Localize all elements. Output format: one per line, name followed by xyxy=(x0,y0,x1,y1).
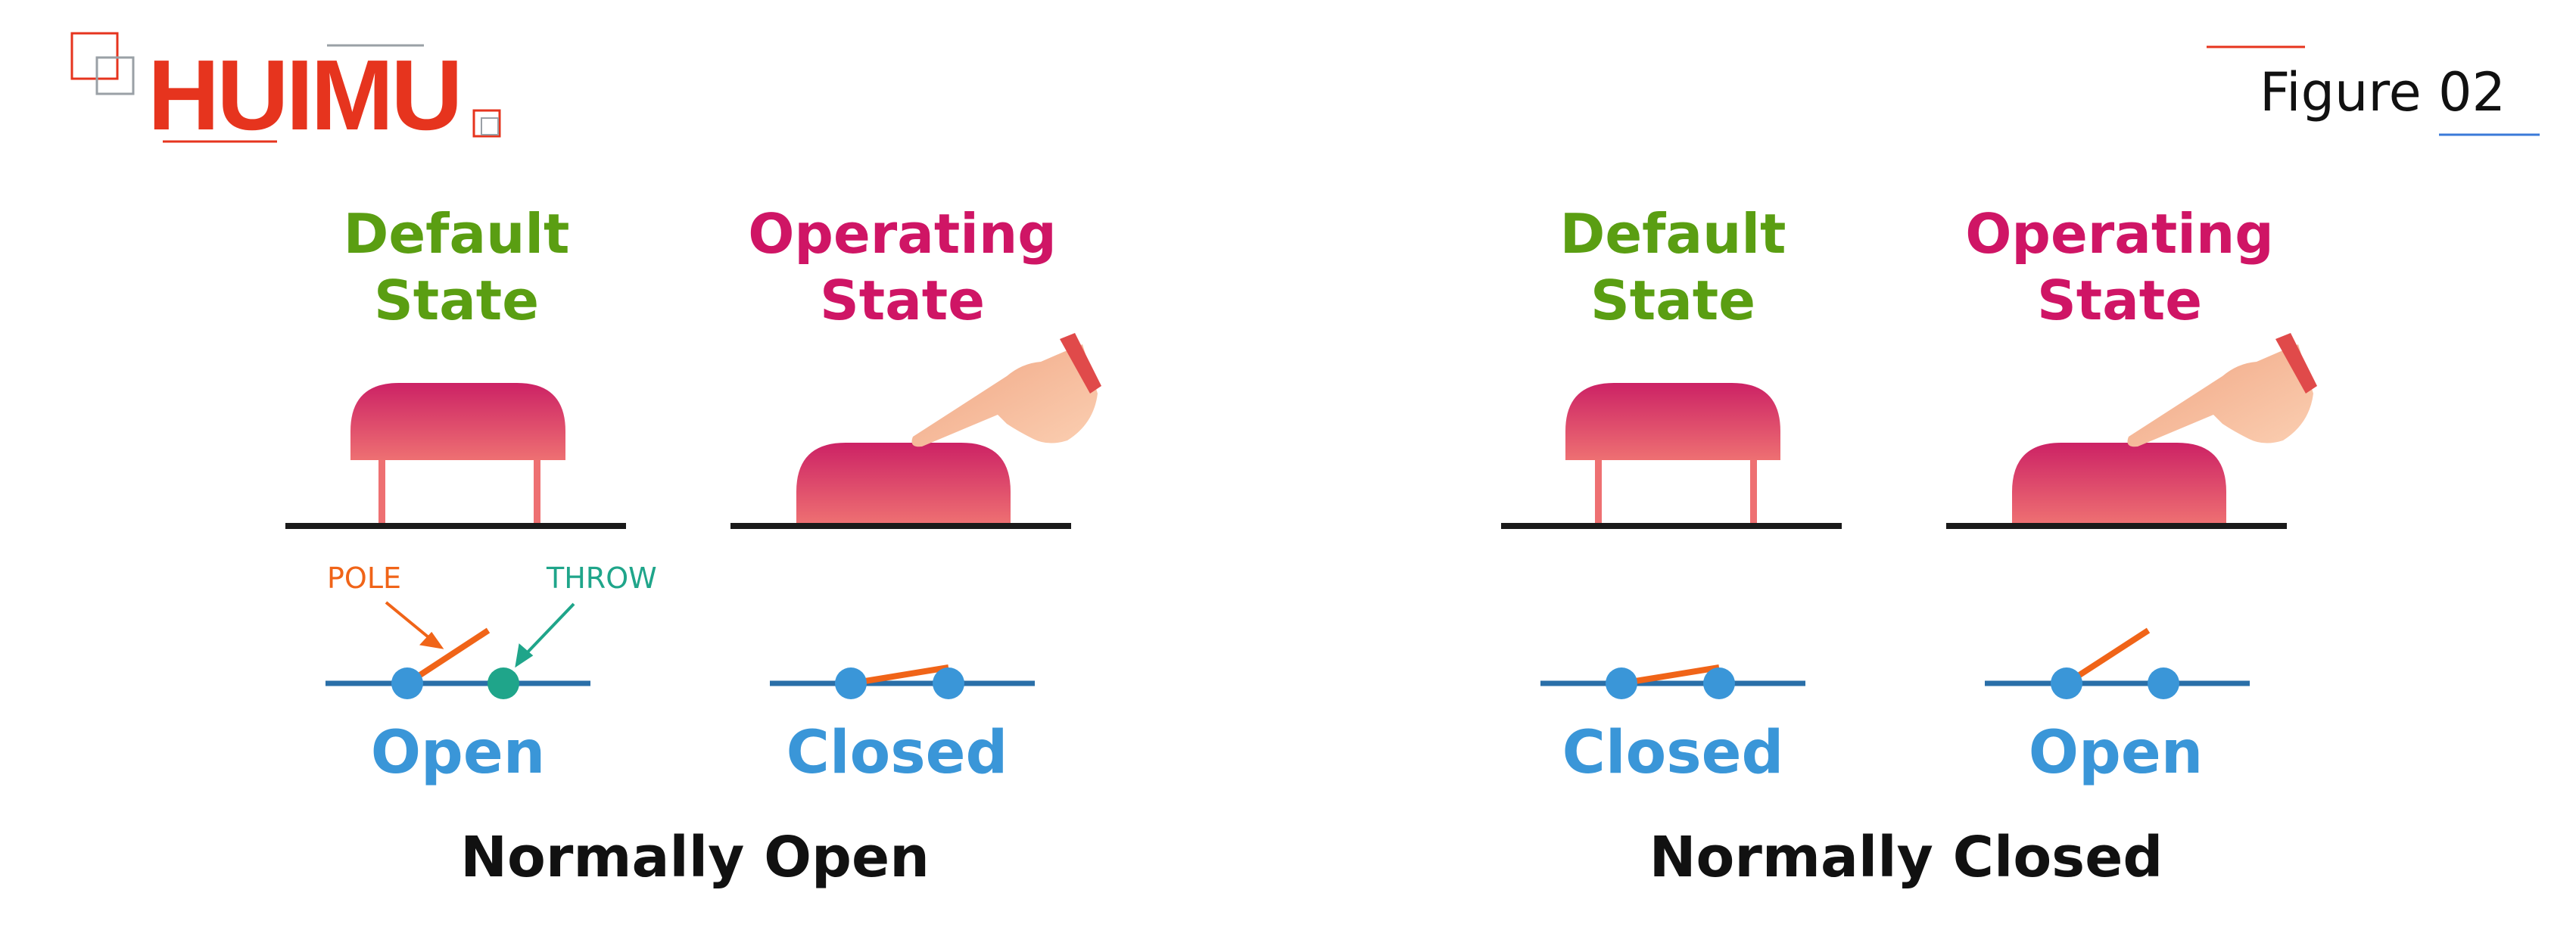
default-state-title: Default State xyxy=(344,201,570,334)
default-state-title-nc: Default State xyxy=(1560,201,1786,334)
switch-symbol-open xyxy=(326,627,590,699)
switch-state-closed-nc: Closed xyxy=(1562,719,1784,787)
button-operating-pressed-nc xyxy=(1946,443,2287,529)
pressing-hand-icon xyxy=(911,333,1101,447)
operating-state-title-line1: Operating xyxy=(748,202,1057,266)
operating-state-title-line2: State xyxy=(819,269,986,332)
caption-normally-open: Normally Open xyxy=(460,825,930,890)
default-state-title-nc-line1: Default xyxy=(1559,202,1786,266)
operating-state-title-nc-line2: State xyxy=(2036,269,2203,332)
default-state-title-line1: Default xyxy=(343,202,570,266)
operating-state-title: Operating State xyxy=(748,201,1057,334)
throw-label: THROW xyxy=(547,562,657,595)
switch-state-open: Open xyxy=(370,719,546,787)
switch-state-open-nc: Open xyxy=(2028,719,2204,787)
switch-state-closed: Closed xyxy=(786,719,1008,787)
default-state-title-nc-line2: State xyxy=(1590,269,1756,332)
switch-symbol-open-nc xyxy=(1985,627,2250,699)
operating-state-title-nc: Operating State xyxy=(1965,201,2274,334)
pole-arrow xyxy=(385,601,444,649)
figure-label: Figure 02 xyxy=(2260,61,2506,123)
brand-logo: HUIMU xyxy=(148,39,463,151)
throw-arrow xyxy=(515,602,575,668)
switch-symbol-closed-nc xyxy=(1540,664,1805,699)
pressing-hand-icon-nc xyxy=(2127,333,2317,447)
caption-normally-closed: Normally Closed xyxy=(1649,825,2163,890)
button-operating-pressed xyxy=(730,443,1071,529)
button-default-released-nc xyxy=(1501,383,1842,529)
operating-state-title-nc-line1: Operating xyxy=(1965,202,2274,266)
switch-symbol-closed xyxy=(770,664,1035,699)
logo-decoration-icon xyxy=(70,32,501,143)
default-state-title-line2: State xyxy=(373,269,540,332)
button-default-released xyxy=(285,383,626,529)
pole-label: POLE xyxy=(327,562,402,595)
